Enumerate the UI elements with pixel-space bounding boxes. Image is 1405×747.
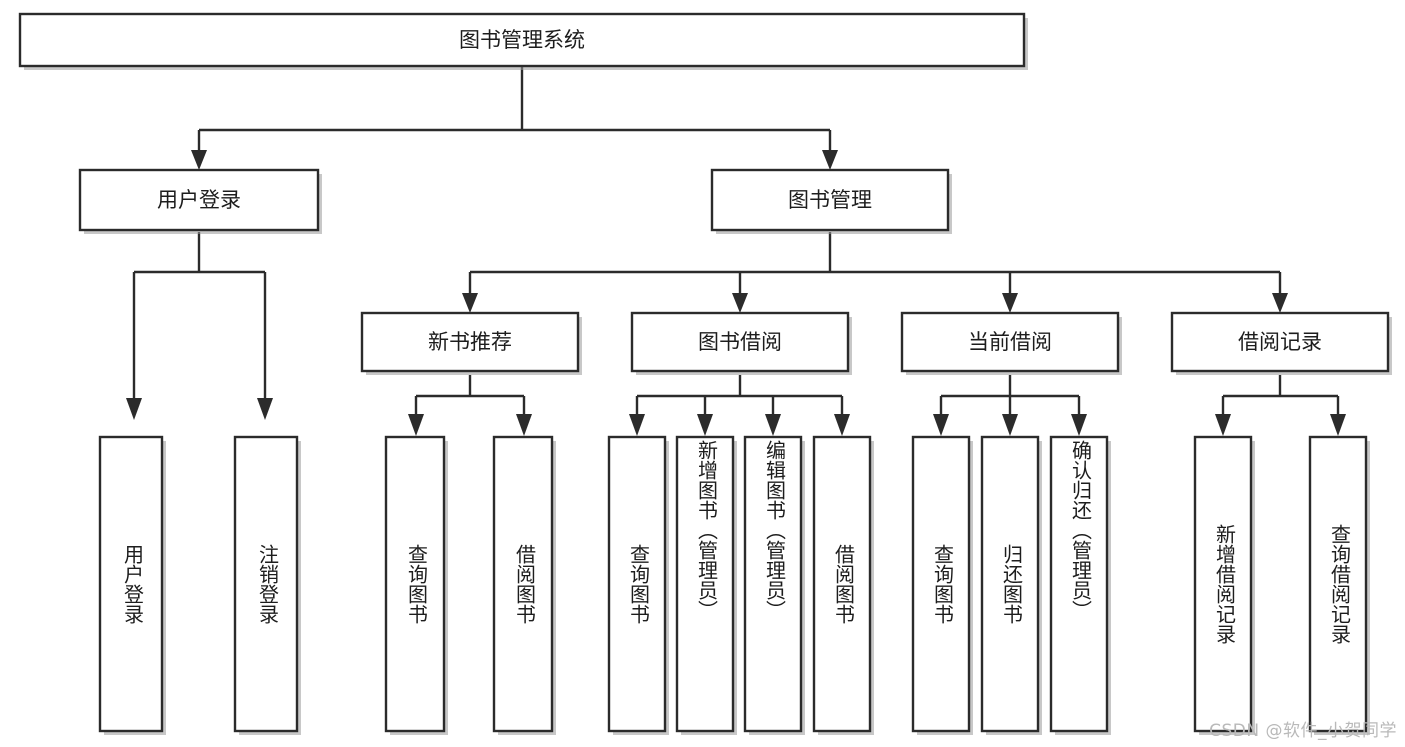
node-leaf-query-book-1-label: 查询图书 <box>405 544 429 624</box>
arrow-head-leaf-edit-book <box>765 414 781 436</box>
node-book-borrow-box[interactable] <box>630 311 850 373</box>
node-leaf-return-book-label: 归还图书 <box>1000 544 1024 624</box>
node-leaf-query-book-1-box[interactable] <box>384 435 446 733</box>
arrow-head-current-borrow <box>1002 293 1018 313</box>
node-borrow-record[interactable]: 借阅记录 <box>1170 311 1392 375</box>
node-book-manage-box[interactable] <box>710 168 950 232</box>
node-leaf-edit-book[interactable]: 编辑图书（管理员） <box>743 435 805 735</box>
node-user-login[interactable]: 用户登录 <box>78 168 322 234</box>
node-leaf-user-login-box[interactable] <box>98 435 164 733</box>
node-leaf-query-book-1[interactable]: 查询图书 <box>384 435 448 735</box>
arrow-head-leaf-user-login <box>126 398 142 420</box>
node-leaf-add-record-label: 新增借阅记录 <box>1213 524 1237 644</box>
node-book-manage[interactable]: 图书管理 <box>710 168 952 234</box>
arrow-head-leaf-add-book <box>697 414 713 436</box>
node-new-book-rec[interactable]: 新书推荐 <box>360 311 582 375</box>
arrow-head-leaf-query-record <box>1330 414 1346 436</box>
node-leaf-logout[interactable]: 注销登录 <box>233 435 301 735</box>
arrow-head-book-manage <box>822 150 838 170</box>
node-leaf-return-book[interactable]: 归还图书 <box>980 435 1042 735</box>
arrow-head-leaf-query-book-2 <box>629 414 645 436</box>
node-leaf-query-book-3-box[interactable] <box>911 435 971 733</box>
node-leaf-add-record-box[interactable] <box>1193 435 1253 733</box>
node-leaf-logout-label: 注销登录 <box>256 544 280 624</box>
node-root-box[interactable] <box>18 12 1026 68</box>
connector-layer <box>126 66 1346 436</box>
node-leaf-borrow-book-1[interactable]: 借阅图书 <box>492 435 556 735</box>
node-new-book-rec-label: 新书推荐 <box>428 330 512 354</box>
csdn-watermark: CSDN @软件_小贺同学 <box>1209 721 1397 741</box>
node-leaf-return-book-box[interactable] <box>980 435 1040 733</box>
node-leaf-add-book-box[interactable] <box>675 435 735 733</box>
node-leaf-edit-book-label: 编辑图书（管理员） <box>763 440 787 620</box>
node-new-book-rec-box[interactable] <box>360 311 580 373</box>
node-borrow-record-box[interactable] <box>1170 311 1390 373</box>
node-leaf-borrow-book-1-label: 借阅图书 <box>513 544 537 624</box>
node-leaf-add-record[interactable]: 新增借阅记录 <box>1193 435 1255 735</box>
node-leaf-logout-box[interactable] <box>233 435 299 733</box>
node-leaf-user-login[interactable]: 用户登录 <box>98 435 166 735</box>
node-leaf-edit-book-box[interactable] <box>743 435 803 733</box>
node-leaf-query-book-2-label: 查询图书 <box>627 544 651 624</box>
node-leaf-borrow-book-2-label: 借阅图书 <box>832 544 856 624</box>
node-user-login-box[interactable] <box>78 168 320 232</box>
node-current-borrow[interactable]: 当前借阅 <box>900 311 1122 375</box>
arrow-head-leaf-query-book-1 <box>408 414 424 436</box>
node-leaf-query-record-label: 查询借阅记录 <box>1328 524 1352 644</box>
node-leaf-confirm-return[interactable]: 确认归还（管理员） <box>1049 435 1111 735</box>
arrow-head-leaf-borrow-book-1 <box>516 414 532 436</box>
arrow-head-leaf-borrow-book-2 <box>834 414 850 436</box>
arrow-head-user-login <box>191 150 207 170</box>
node-leaf-query-book-3[interactable]: 查询图书 <box>911 435 973 735</box>
node-leaf-query-record[interactable]: 查询借阅记录 <box>1308 435 1370 735</box>
arrow-head-book-borrow <box>732 293 748 313</box>
node-leaf-query-book-2[interactable]: 查询图书 <box>607 435 669 735</box>
node-leaf-query-book-2-box[interactable] <box>607 435 667 733</box>
node-leaf-add-book-label: 新增图书（管理员） <box>695 440 719 620</box>
arrow-head-leaf-return-book <box>1002 414 1018 436</box>
node-leaf-user-login-label: 用户登录 <box>121 544 145 624</box>
arrow-head-borrow-record <box>1272 293 1288 313</box>
arrow-head-leaf-query-book-3 <box>933 414 949 436</box>
node-leaf-borrow-book-2-box[interactable] <box>812 435 872 733</box>
node-current-borrow-label: 当前借阅 <box>968 330 1052 354</box>
node-book-manage-label: 图书管理 <box>788 188 872 212</box>
node-book-borrow[interactable]: 图书借阅 <box>630 311 852 375</box>
node-user-login-label: 用户登录 <box>157 188 241 212</box>
node-leaf-borrow-book-2[interactable]: 借阅图书 <box>812 435 874 735</box>
node-book-borrow-label: 图书借阅 <box>698 330 782 354</box>
arrow-head-leaf-add-record <box>1215 414 1231 436</box>
arrow-head-leaf-logout <box>257 398 273 420</box>
node-borrow-record-label: 借阅记录 <box>1238 330 1322 354</box>
arrow-head-leaf-confirm-return <box>1071 414 1087 436</box>
node-root-label: 图书管理系统 <box>459 28 585 52</box>
node-current-borrow-box[interactable] <box>900 311 1120 373</box>
node-leaf-confirm-return-box[interactable] <box>1049 435 1109 733</box>
node-leaf-query-book-3-label: 查询图书 <box>931 544 955 624</box>
node-leaf-confirm-return-label: 确认归还（管理员） <box>1069 440 1093 620</box>
node-leaf-add-book[interactable]: 新增图书（管理员） <box>675 435 737 735</box>
node-leaf-borrow-book-1-box[interactable] <box>492 435 554 733</box>
node-leaf-query-record-box[interactable] <box>1308 435 1368 733</box>
arrow-head-new-book-rec <box>462 293 478 313</box>
node-root[interactable]: 图书管理系统 <box>18 12 1028 70</box>
